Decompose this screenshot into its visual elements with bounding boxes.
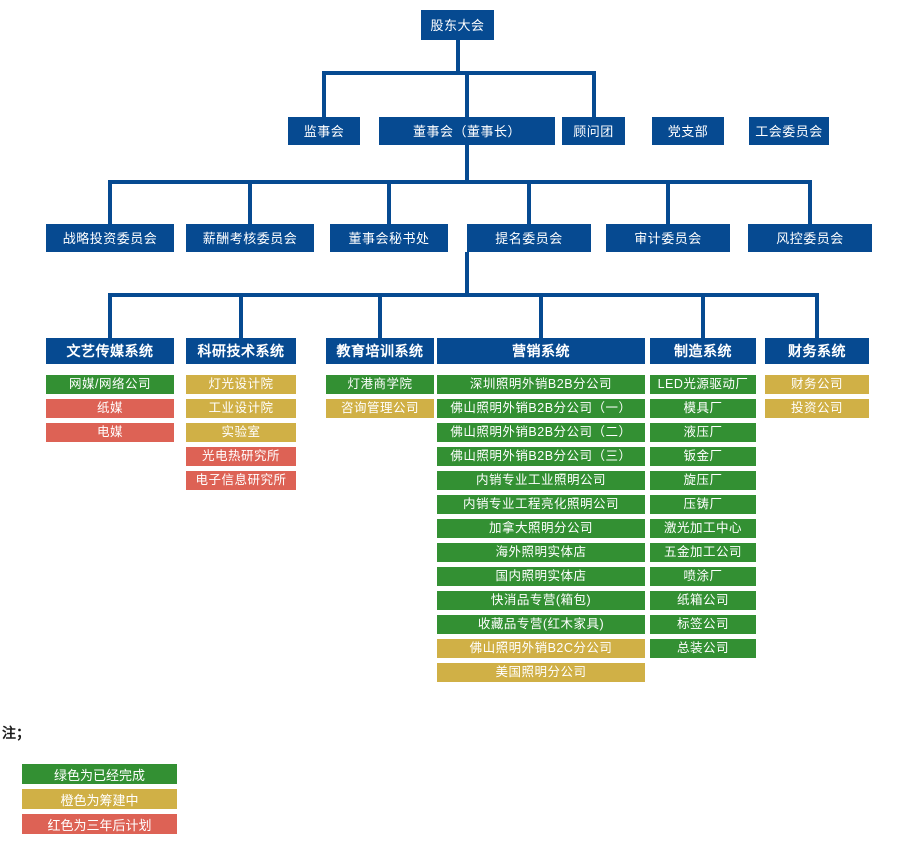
legend-orange-under-construction: 橙色为筹建中 — [22, 789, 177, 809]
dept-item-manufacturing-system-4[interactable]: 旋压厂 — [650, 471, 756, 490]
dept-header-manufacturing-system[interactable]: 制造系统 — [650, 338, 756, 364]
dept-item-rnd-technology-system-1[interactable]: 工业设计院 — [186, 399, 296, 418]
node-audit-committee[interactable]: 审计委员会 — [606, 224, 730, 252]
node-shareholders-meeting[interactable]: 股东大会 — [421, 10, 494, 40]
node-supervisory-board[interactable]: 监事会 — [288, 117, 360, 145]
dept-item-manufacturing-system-5[interactable]: 压铸厂 — [650, 495, 756, 514]
dept-item-culture-media-system-2[interactable]: 电媒 — [46, 423, 174, 442]
node-party-branch[interactable]: 党支部 — [652, 117, 724, 145]
bus-level4 — [108, 293, 819, 297]
dept-item-marketing-system-0[interactable]: 深圳照明外销B2B分公司 — [437, 375, 645, 394]
dept-item-manufacturing-system-2[interactable]: 液压厂 — [650, 423, 756, 442]
drop-level3-3 — [527, 180, 531, 224]
drop-level3-5 — [808, 180, 812, 224]
dept-item-manufacturing-system-1[interactable]: 模具厂 — [650, 399, 756, 418]
drop-level4-2 — [378, 293, 382, 338]
drop-level4-0 — [108, 293, 112, 338]
dept-header-rnd-technology-system[interactable]: 科研技术系统 — [186, 338, 296, 364]
dept-item-marketing-system-6[interactable]: 加拿大照明分公司 — [437, 519, 645, 538]
dept-item-marketing-system-10[interactable]: 收藏品专营(红木家具) — [437, 615, 645, 634]
drop-level3-2 — [387, 180, 391, 224]
dept-item-marketing-system-11[interactable]: 佛山照明外销B2C分公司 — [437, 639, 645, 658]
dept-item-manufacturing-system-10[interactable]: 标签公司 — [650, 615, 756, 634]
dept-item-marketing-system-7[interactable]: 海外照明实体店 — [437, 543, 645, 562]
drop-level4-1 — [239, 293, 243, 338]
dept-item-manufacturing-system-0[interactable]: LED光源驱动厂 — [650, 375, 756, 394]
drop-level4-3 — [539, 293, 543, 338]
dept-header-marketing-system[interactable]: 营销系统 — [437, 338, 645, 364]
legend-note-label: 注； — [2, 725, 30, 741]
drop-level2-0 — [322, 71, 326, 117]
drop-level3-4 — [666, 180, 670, 224]
bus-level3 — [108, 180, 812, 184]
dept-item-manufacturing-system-7[interactable]: 五金加工公司 — [650, 543, 756, 562]
dept-item-marketing-system-5[interactable]: 内销专业工程亮化照明公司 — [437, 495, 645, 514]
stem-shareholders — [455, 40, 460, 71]
dept-item-manufacturing-system-11[interactable]: 总装公司 — [650, 639, 756, 658]
node-strategy-investment-committee[interactable]: 战略投资委员会 — [46, 224, 174, 252]
dept-item-rnd-technology-system-0[interactable]: 灯光设计院 — [186, 375, 296, 394]
dept-item-marketing-system-9[interactable]: 快消品专营(箱包) — [437, 591, 645, 610]
dept-item-finance-system-1[interactable]: 投资公司 — [765, 399, 869, 418]
drop-level3-0 — [108, 180, 112, 224]
drop-level3-1 — [248, 180, 252, 224]
dept-item-rnd-technology-system-2[interactable]: 实验室 — [186, 423, 296, 442]
legend-red-three-year-plan: 红色为三年后计划 — [22, 814, 177, 834]
node-union-committee[interactable]: 工会委员会 — [749, 117, 829, 145]
dept-item-marketing-system-3[interactable]: 佛山照明外销B2B分公司（三） — [437, 447, 645, 466]
dept-item-marketing-system-4[interactable]: 内销专业工业照明公司 — [437, 471, 645, 490]
dept-item-marketing-system-8[interactable]: 国内照明实体店 — [437, 567, 645, 586]
dept-item-education-training-system-1[interactable]: 咨询管理公司 — [326, 399, 434, 418]
node-risk-control-committee[interactable]: 风控委员会 — [748, 224, 872, 252]
dept-item-marketing-system-1[interactable]: 佛山照明外销B2B分公司（一） — [437, 399, 645, 418]
dept-header-education-training-system[interactable]: 教育培训系统 — [326, 338, 434, 364]
dept-header-culture-media-system[interactable]: 文艺传媒系统 — [46, 338, 174, 364]
drop-level4-5 — [815, 293, 819, 338]
node-board-of-directors[interactable]: 董事会（董事长） — [379, 117, 555, 145]
dept-item-manufacturing-system-3[interactable]: 钣金厂 — [650, 447, 756, 466]
dept-item-marketing-system-12[interactable]: 美国照明分公司 — [437, 663, 645, 682]
node-board-secretariat[interactable]: 董事会秘书处 — [330, 224, 448, 252]
dept-item-marketing-system-2[interactable]: 佛山照明外销B2B分公司（二） — [437, 423, 645, 442]
dept-item-finance-system-0[interactable]: 财务公司 — [765, 375, 869, 394]
node-nomination-committee[interactable]: 提名委员会 — [467, 224, 591, 252]
drop-level2-2 — [591, 71, 596, 117]
dept-item-manufacturing-system-8[interactable]: 喷涂厂 — [650, 567, 756, 586]
node-compensation-appraisal-committee[interactable]: 薪酬考核委员会 — [186, 224, 314, 252]
dept-item-rnd-technology-system-3[interactable]: 光电热研究所 — [186, 447, 296, 466]
dept-item-manufacturing-system-9[interactable]: 纸箱公司 — [650, 591, 756, 610]
node-advisory-group[interactable]: 顾问团 — [562, 117, 625, 145]
stem-board-to-departments — [465, 252, 469, 293]
bus-level2 — [322, 71, 596, 75]
drop-level4-4 — [701, 293, 705, 338]
legend-green-completed: 绿色为已经完成 — [22, 764, 177, 784]
dept-item-rnd-technology-system-4[interactable]: 电子信息研究所 — [186, 471, 296, 490]
drop-level2-1 — [465, 71, 469, 117]
stem-board-to-committees — [465, 145, 469, 180]
dept-header-finance-system[interactable]: 财务系统 — [765, 338, 869, 364]
dept-item-manufacturing-system-6[interactable]: 激光加工中心 — [650, 519, 756, 538]
dept-item-culture-media-system-0[interactable]: 网媒/网络公司 — [46, 375, 174, 394]
dept-item-education-training-system-0[interactable]: 灯港商学院 — [326, 375, 434, 394]
dept-item-culture-media-system-1[interactable]: 纸媒 — [46, 399, 174, 418]
